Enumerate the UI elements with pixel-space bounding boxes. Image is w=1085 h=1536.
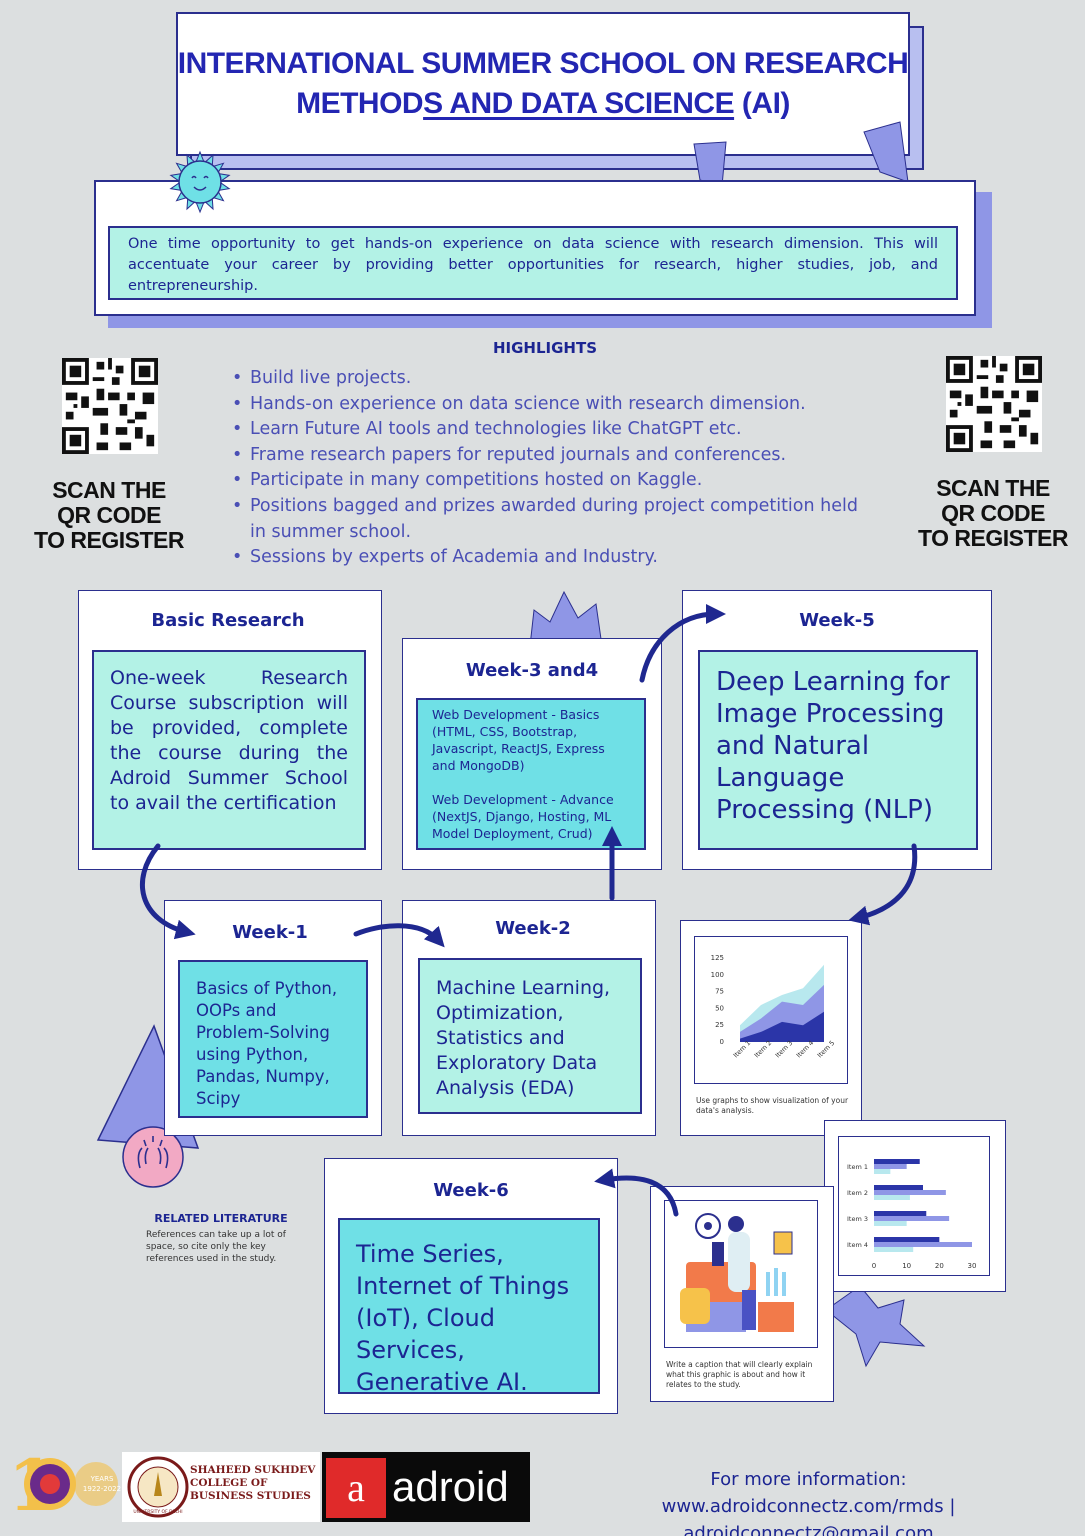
highlight-item: Frame research papers for reputed journa… <box>232 443 872 469</box>
arrow-week1-to-week2 <box>353 923 445 948</box>
card-title: Week-3 and4 <box>465 660 599 681</box>
intro-text: One time opportunity to get hands-on exp… <box>108 226 958 300</box>
y-tick-label: 50 <box>715 1004 724 1012</box>
sun-mascot-icon <box>169 150 231 214</box>
x-tick-label: 30 <box>968 1262 977 1270</box>
highlights-list: Build live projects. Hands-on experience… <box>232 366 872 571</box>
x-tick-label: 10 <box>902 1262 911 1270</box>
title-line-2b: S AND DATA SCIENCE <box>423 87 735 120</box>
card-title: Week-1 <box>232 922 308 943</box>
category-label: Item 4 <box>847 1241 868 1249</box>
title-box <box>176 12 910 156</box>
scan-line: TO REGISTER <box>34 527 185 553</box>
contact-line[interactable]: www.adroidconnectz.com/rmds | adroidconn… <box>661 1496 956 1536</box>
y-tick-label: 75 <box>715 988 724 996</box>
category-label: Item 2 <box>847 1189 868 1197</box>
highlight-item: Sessions by experts of Academia and Indu… <box>232 545 872 571</box>
area-chart-caption: Use graphs to show visualization of your… <box>696 1096 849 1115</box>
related-literature-text: References can take up a lot of space, s… <box>146 1230 286 1264</box>
star-decoration-2 <box>825 1285 926 1368</box>
highlight-item: Positions bagged and prizes awarded duri… <box>232 494 872 545</box>
centenary-years: YEARS 1922-2022 <box>80 1474 124 1494</box>
contact-title: For more information: <box>710 1469 907 1490</box>
week-3-4-advance: Web Development - Advance (NextJS, Djang… <box>432 792 614 841</box>
category-label: Item 3 <box>847 1215 868 1223</box>
highlight-item: Hands-on experience on data science with… <box>232 392 872 418</box>
scan-line: QR CODE <box>57 502 161 528</box>
college-name: SHAHEED SUKHDEV COLLEGE OF BUSINESS STUD… <box>190 1464 316 1502</box>
bar <box>874 1211 927 1216</box>
scan-line: QR CODE <box>941 500 1045 526</box>
contact-info: For more information: www.adroidconnectz… <box>536 1466 1081 1536</box>
scan-label-right: SCAN THE QR CODE TO REGISTER <box>914 476 1072 551</box>
title-line-2c: (AI) <box>734 87 790 120</box>
college-subtitle: UNIVERSITY OF DELHI <box>133 1510 183 1515</box>
y-tick-label: 0 <box>720 1038 724 1046</box>
week-1-text: Basics of Python, OOPs and Problem-Solvi… <box>178 960 368 1118</box>
x-tick-label: 0 <box>872 1262 876 1270</box>
scan-line: SCAN THE <box>936 475 1050 501</box>
adroid-brand-text: adroid <box>392 1463 509 1510</box>
bar <box>874 1247 914 1252</box>
bar <box>874 1242 972 1247</box>
bar <box>874 1159 920 1164</box>
bar <box>874 1169 891 1174</box>
centenary-logo: 1 <box>8 1446 118 1522</box>
scientist-microscope-illustration <box>680 1213 794 1332</box>
related-literature-title: RELATED LITERATURE <box>154 1212 288 1225</box>
y-tick-label: 25 <box>715 1021 724 1029</box>
bar <box>874 1195 910 1200</box>
y-tick-label: 100 <box>711 971 724 979</box>
page-title: INTERNATIONAL SUMMER SCHOOL ON RESEARCH … <box>176 44 910 124</box>
x-tick-label: 20 <box>935 1262 944 1270</box>
card-title: Basic Research <box>151 610 305 631</box>
scan-line: TO REGISTER <box>918 525 1069 551</box>
highlight-item: Build live projects. <box>232 366 872 392</box>
title-line-2: METHODS AND DATA SCIENCE (AI) <box>176 84 910 124</box>
scan-label-left: SCAN THE QR CODE TO REGISTER <box>30 478 188 553</box>
adroid-logo-mark: a <box>326 1458 386 1518</box>
week-5-text: Deep Learning for Image Processing and N… <box>698 650 978 850</box>
qr-code-left[interactable] <box>62 358 158 454</box>
photo-caption: Write a caption that will clearly explai… <box>666 1360 813 1389</box>
card-title: Week-6 <box>433 1180 509 1201</box>
bar <box>874 1190 946 1195</box>
title-line-1: INTERNATIONAL SUMMER SCHOOL ON RESEARCH <box>177 47 909 80</box>
arrow-basic-to-week1 <box>140 843 196 940</box>
bar <box>874 1221 907 1226</box>
highlights-title: HIGHLIGHTS <box>492 339 598 357</box>
college-emblem <box>127 1456 189 1518</box>
highlight-item: Learn Future AI tools and technologies l… <box>232 417 872 443</box>
arrow-week5-to-charts <box>848 843 918 926</box>
arrow-photo-to-week6 <box>594 1168 679 1217</box>
y-tick-label: 125 <box>711 954 724 962</box>
area-series <box>740 1011 824 1042</box>
highlight-item: Participate in many competitions hosted … <box>232 468 872 494</box>
bar <box>874 1216 950 1221</box>
qr-code-right[interactable] <box>946 356 1042 452</box>
title-line-2a: METHOD <box>296 87 424 120</box>
bar <box>874 1164 907 1169</box>
arrow-week34-to-week5 <box>639 604 726 683</box>
week-6-text: Time Series, Internet of Things (IoT), C… <box>338 1218 600 1396</box>
bar <box>874 1185 923 1190</box>
cheering-hands-icon <box>122 1126 184 1188</box>
basic-research-text: One-week Research Course subscription wi… <box>92 650 366 850</box>
scan-line: SCAN THE <box>52 477 166 503</box>
week-3-4-text: Web Development - Basics (HTML, CSS, Boo… <box>416 698 646 850</box>
card-title: Week-2 <box>495 918 571 939</box>
bar <box>874 1237 940 1242</box>
category-label: Item 1 <box>847 1163 868 1171</box>
years-label: YEARS <box>90 1475 114 1483</box>
bar-chart: Item 1 Item 2 Item 3 Item 4 0 10 20 30 <box>847 1159 977 1270</box>
week-3-4-basics: Web Development - Basics (HTML, CSS, Boo… <box>432 707 605 773</box>
years-range: 1922-2022 <box>82 1485 122 1493</box>
card-title: Week-5 <box>799 610 875 631</box>
week-2-text: Machine Learning, Optimization, Statisti… <box>418 958 642 1114</box>
